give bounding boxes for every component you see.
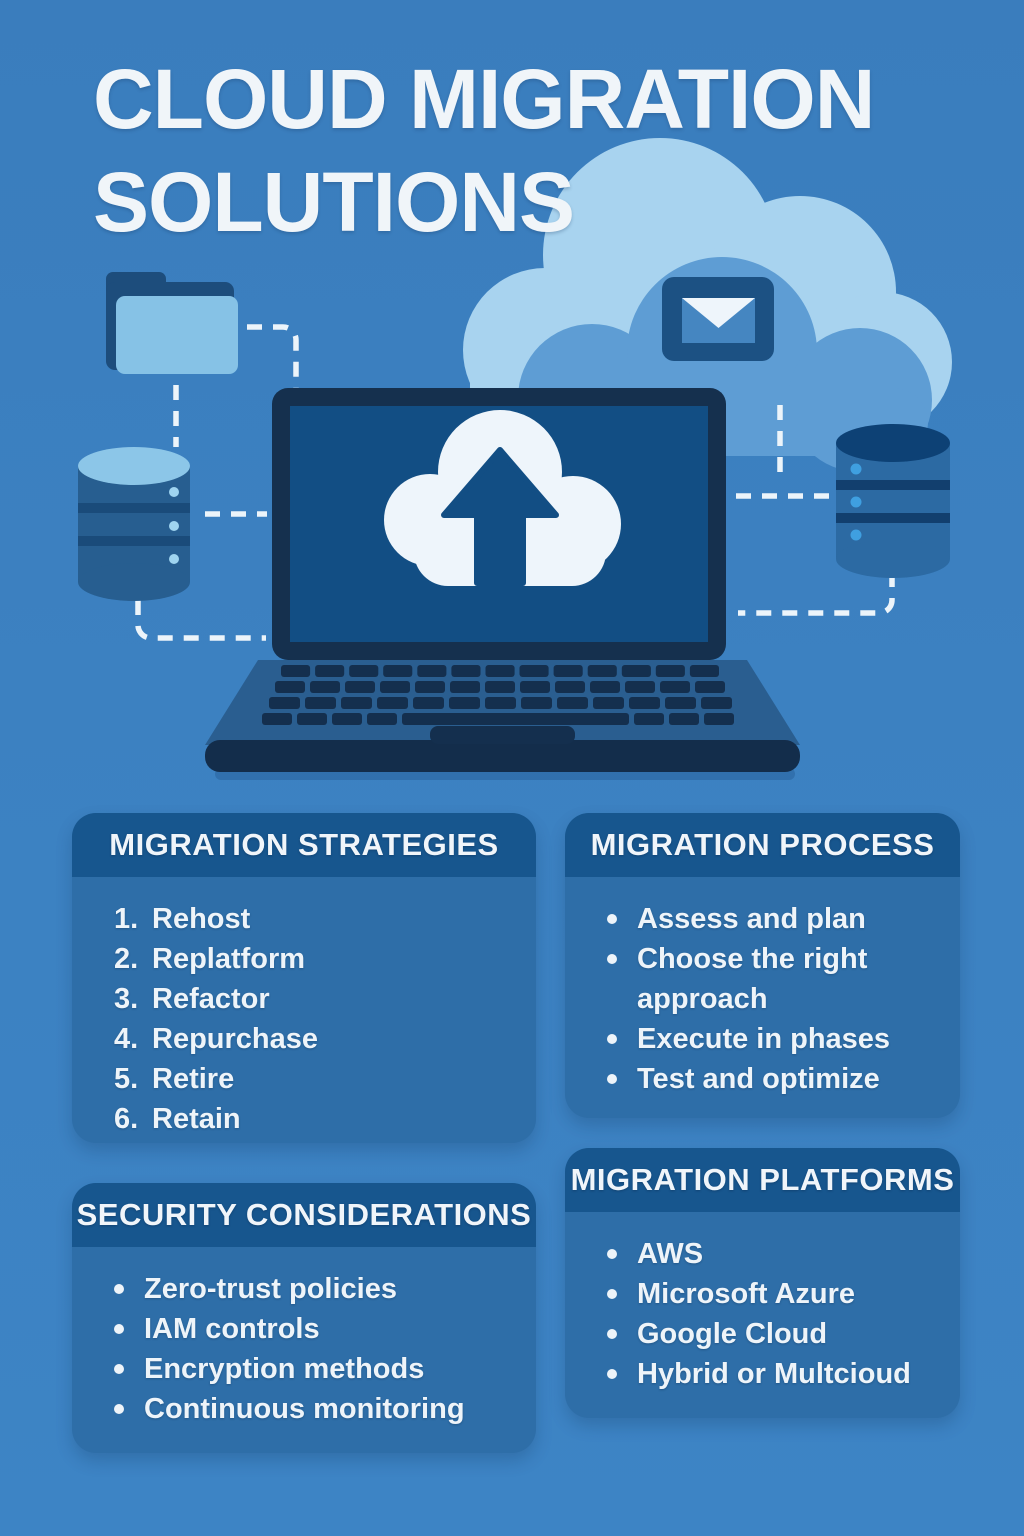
card-title: MIGRATION PLATFORMS bbox=[570, 1162, 955, 1197]
bullet-icon bbox=[114, 1269, 144, 1309]
list-item-text: Retire bbox=[152, 1063, 235, 1095]
folder-icon bbox=[106, 272, 238, 374]
list-item-text: Choose the right approach bbox=[637, 943, 868, 1015]
list-number: 6. bbox=[114, 1103, 139, 1135]
list-item: Encryption methods bbox=[114, 1349, 512, 1389]
list-item: 3. Refactor bbox=[114, 979, 512, 1019]
cloud-upload-icon bbox=[384, 410, 621, 586]
list-item-text: Assess and plan bbox=[637, 903, 866, 935]
card-list: 1. Rehost 2. Replatform 3. Refactor 4. Repurcha… bbox=[72, 899, 536, 1139]
list-item-text: Repurchase bbox=[152, 1023, 319, 1055]
list-item-text: Retain bbox=[152, 1103, 241, 1135]
card-title: SECURITY CONSIDERATIONS bbox=[76, 1197, 532, 1232]
list-item: Choose the right approach bbox=[607, 939, 936, 1019]
bullet-icon bbox=[607, 1274, 637, 1314]
envelope-icon bbox=[662, 277, 774, 361]
bullet-icon bbox=[607, 1234, 637, 1274]
bullet-icon bbox=[114, 1349, 144, 1389]
keyboard-keys bbox=[262, 665, 734, 725]
list-item: 2. Replatform bbox=[114, 939, 512, 979]
card-security-considerations: SECURITY CONSIDERATIONS Zero-trust polic… bbox=[72, 1183, 536, 1453]
bullet-icon bbox=[607, 1314, 637, 1354]
list-item-text: AWS bbox=[637, 1238, 704, 1270]
list-item-text: Test and optimize bbox=[637, 1063, 880, 1095]
list-item: 5. Retire bbox=[114, 1059, 512, 1099]
list-item: 1. Rehost bbox=[114, 899, 512, 939]
bullet-icon bbox=[607, 1354, 637, 1394]
list-item-text: Google Cloud bbox=[637, 1318, 828, 1350]
database-left-icon bbox=[78, 447, 190, 601]
list-item-text: Zero-trust policies bbox=[144, 1273, 397, 1305]
bullet-icon bbox=[607, 1019, 637, 1059]
card-migration-strategies: MIGRATION STRATEGIES 1. Rehost 2. Replatfor… bbox=[72, 813, 536, 1143]
cloud-migration-illustration bbox=[78, 138, 952, 780]
list-item-text: Replatform bbox=[152, 943, 306, 975]
card-header: MIGRATION PLATFORMS bbox=[565, 1148, 960, 1212]
list-item: IAM controls bbox=[114, 1309, 512, 1349]
list-number: 4. bbox=[114, 1023, 139, 1055]
list-item-text: Continuous monitoring bbox=[144, 1393, 465, 1425]
list-item-text: Rehost bbox=[152, 903, 251, 935]
list-item: Google Cloud bbox=[607, 1314, 936, 1354]
list-item: Microsoft Azure bbox=[607, 1274, 936, 1314]
list-number: 1. bbox=[114, 903, 139, 935]
connector-lines bbox=[135, 324, 895, 641]
list-item-text: Execute in phases bbox=[637, 1023, 891, 1055]
bullet-icon bbox=[607, 899, 637, 939]
bullet-icon bbox=[607, 939, 637, 979]
list-item-text: IAM controls bbox=[144, 1313, 320, 1345]
card-header: SECURITY CONSIDERATIONS bbox=[72, 1183, 536, 1247]
card-header: MIGRATION PROCESS bbox=[565, 813, 960, 877]
list-item: Test and optimize bbox=[607, 1059, 936, 1099]
page-title-line1: CLOUD MIGRATION bbox=[93, 52, 875, 146]
list-number: 5. bbox=[114, 1063, 139, 1095]
bullet-icon bbox=[607, 1059, 637, 1099]
list-item: Continuous monitoring bbox=[114, 1389, 512, 1429]
list-item: 4. Repurchase bbox=[114, 1019, 512, 1059]
list-item: Execute in phases bbox=[607, 1019, 936, 1059]
list-item: AWS bbox=[607, 1234, 936, 1274]
page-title: CLOUD MIGRATION SOLUTIONS bbox=[93, 48, 875, 254]
list-number: 3. bbox=[114, 983, 139, 1015]
list-item: Zero-trust policies bbox=[114, 1269, 512, 1309]
bullet-icon bbox=[114, 1389, 144, 1429]
list-item-text: Microsoft Azure bbox=[637, 1278, 856, 1310]
list-item-text: Hybrid or Multcioud bbox=[637, 1358, 911, 1390]
list-number: 2. bbox=[114, 943, 139, 975]
card-title: MIGRATION PROCESS bbox=[590, 827, 935, 862]
list-item: Hybrid or Multcioud bbox=[607, 1354, 936, 1394]
page-title-line2: SOLUTIONS bbox=[93, 155, 575, 249]
bullet-icon bbox=[114, 1309, 144, 1349]
card-title: MIGRATION STRATEGIES bbox=[109, 827, 499, 862]
laptop-icon bbox=[205, 388, 800, 780]
card-header: MIGRATION STRATEGIES bbox=[72, 813, 536, 877]
list-item: Assess and plan bbox=[607, 899, 936, 939]
list-item-text: Encryption methods bbox=[144, 1353, 425, 1385]
database-right-icon bbox=[836, 424, 950, 578]
list-item-text: Refactor bbox=[152, 983, 270, 1015]
list-item: 6. Retain bbox=[114, 1099, 512, 1139]
